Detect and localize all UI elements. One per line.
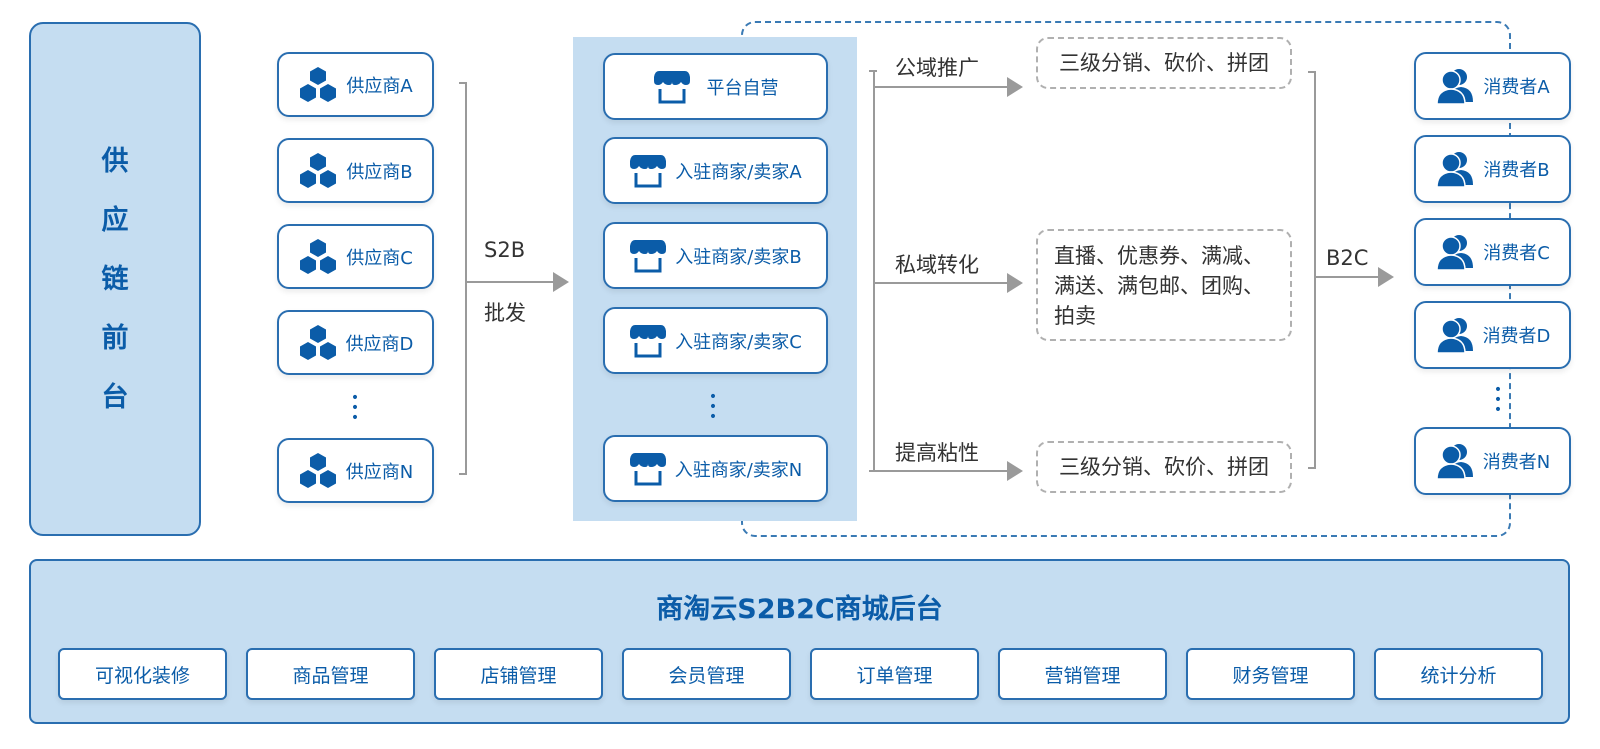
consumer-ellipsis-icon: •••: [1493, 382, 1503, 418]
supplier-label: 供应商A: [346, 75, 413, 97]
s2b-bracket-top-tick: [459, 82, 467, 84]
channel-arrow-head-icon: [1007, 77, 1023, 97]
channel-arrow-head-icon: [1007, 273, 1023, 293]
consumer-label: 消费者C: [1483, 243, 1550, 264]
s2b-label: S2B: [484, 238, 526, 262]
front-panel-char: 供: [101, 145, 129, 177]
hexagon-cluster-icon: [298, 452, 338, 490]
module-order-management[interactable]: 订单管理: [810, 648, 979, 700]
strategy-line: 直播、优惠券、满减、: [1054, 244, 1264, 268]
consumer-label: 消费者D: [1482, 326, 1551, 347]
consumer-label: 消费者A: [1483, 77, 1550, 98]
front-panel-char: 前: [101, 322, 129, 354]
supplier-node-n[interactable]: 供应商N: [277, 438, 434, 503]
front-panel-char: 链: [101, 263, 129, 295]
b2c-label: B2C: [1326, 246, 1369, 270]
module-marketing-management[interactable]: 营销管理: [998, 648, 1167, 700]
storefront-icon: [653, 69, 691, 105]
storefront-icon: [629, 323, 667, 359]
merchant-label: 入驻商家/卖家C: [675, 331, 802, 353]
hexagon-cluster-icon: [298, 66, 338, 104]
consumer-node-n[interactable]: 消费者N: [1414, 427, 1571, 495]
supply-chain-front-panel: 供 应 链 前 台: [29, 22, 201, 536]
module-statistics-analysis[interactable]: 统计分析: [1374, 648, 1543, 700]
channel-label-private: 私域转化: [895, 253, 979, 277]
b2c-bracket-line: [1314, 71, 1316, 469]
channel-arrow-line-private: [873, 282, 1009, 284]
channel-arrow-line-public: [873, 86, 1009, 88]
consumer-label: 消费者N: [1482, 452, 1551, 473]
supplier-label: 供应商N: [345, 461, 414, 483]
strategy-box-public: 三级分销、砍价、拼团: [1036, 37, 1292, 89]
merchant-node-a[interactable]: 入驻商家/卖家A: [603, 137, 828, 204]
channel-label-retention: 提高粘性: [895, 441, 979, 465]
storefront-icon: [629, 451, 667, 487]
channel-label-public: 公域推广: [895, 56, 979, 80]
merchant-label: 入驻商家/卖家A: [675, 161, 802, 183]
supplier-label: 供应商C: [346, 247, 413, 269]
merchant-label: 入驻商家/卖家B: [675, 246, 802, 268]
users-icon: [1435, 443, 1475, 479]
users-icon: [1435, 151, 1475, 187]
strategy-line: 拍卖: [1054, 304, 1096, 328]
supplier-node-a[interactable]: 供应商A: [277, 52, 434, 117]
strategy-box-retention: 三级分销、砍价、拼团: [1036, 441, 1292, 493]
hexagon-cluster-icon: [298, 152, 338, 190]
channel-bracket-line: [873, 70, 875, 472]
s2b-bracket-bottom-tick: [459, 473, 467, 475]
merchant-node-b[interactable]: 入驻商家/卖家B: [603, 222, 828, 289]
supplier-node-b[interactable]: 供应商B: [277, 138, 434, 203]
consumer-node-d[interactable]: 消费者D: [1414, 301, 1571, 369]
module-store-management[interactable]: 店铺管理: [434, 648, 603, 700]
consumer-node-a[interactable]: 消费者A: [1414, 52, 1571, 120]
supplier-node-d[interactable]: 供应商D: [277, 310, 434, 375]
s2b-bracket-line: [465, 82, 467, 475]
b2c-bracket-top-tick: [1308, 71, 1316, 73]
supplier-label: 供应商B: [346, 161, 413, 183]
b2c-bracket-bottom-tick: [1308, 467, 1316, 469]
merchant-node-platform[interactable]: 平台自营: [603, 53, 828, 120]
supplier-node-c[interactable]: 供应商C: [277, 224, 434, 289]
strategy-line: 满送、满包邮、团购、: [1054, 274, 1264, 298]
merchant-label: 平台自营: [706, 77, 779, 99]
users-icon: [1435, 317, 1475, 353]
s2b-arrow-head-icon: [553, 272, 569, 292]
front-panel-char: 台: [101, 381, 129, 413]
backend-title: 商淘云S2B2C商城后台: [656, 594, 943, 625]
channel-arrow-line-retention: [869, 470, 1009, 472]
front-panel-char: 应: [101, 204, 129, 236]
module-visual-decoration[interactable]: 可视化装修: [58, 648, 227, 700]
supplier-label: 供应商D: [345, 333, 414, 355]
storefront-icon: [629, 238, 667, 274]
storefront-icon: [629, 153, 667, 189]
merchant-label: 入驻商家/卖家N: [674, 459, 803, 481]
module-finance-management[interactable]: 财务管理: [1186, 648, 1355, 700]
merchant-node-n[interactable]: 入驻商家/卖家N: [603, 435, 828, 502]
backend-module-row: 可视化装修 商品管理 店铺管理 会员管理 订单管理 营销管理 财务管理 统计分析: [58, 648, 1543, 700]
consumer-node-c[interactable]: 消费者C: [1414, 218, 1571, 286]
b2c-arrow-line: [1314, 276, 1378, 278]
b2c-arrow-head-icon: [1378, 267, 1394, 287]
hexagon-cluster-icon: [298, 324, 338, 362]
channel-arrow-head-icon: [1007, 461, 1023, 481]
users-icon: [1435, 234, 1475, 270]
backend-panel: 商淘云S2B2C商城后台 可视化装修 商品管理 店铺管理 会员管理 订单管理 营…: [29, 559, 1570, 724]
s2b-arrow-line: [465, 281, 555, 283]
consumer-node-b[interactable]: 消费者B: [1414, 135, 1571, 203]
users-icon: [1435, 68, 1475, 104]
module-member-management[interactable]: 会员管理: [622, 648, 791, 700]
module-product-management[interactable]: 商品管理: [246, 648, 415, 700]
supplier-ellipsis-icon: •••: [350, 390, 360, 426]
merchant-node-c[interactable]: 入驻商家/卖家C: [603, 307, 828, 374]
strategy-box-private: 直播、优惠券、满减、 满送、满包邮、团购、 拍卖: [1036, 229, 1292, 341]
merchant-ellipsis-icon: •••: [708, 389, 718, 425]
wholesale-label: 批发: [484, 301, 526, 325]
consumer-label: 消费者B: [1483, 160, 1550, 181]
hexagon-cluster-icon: [298, 238, 338, 276]
